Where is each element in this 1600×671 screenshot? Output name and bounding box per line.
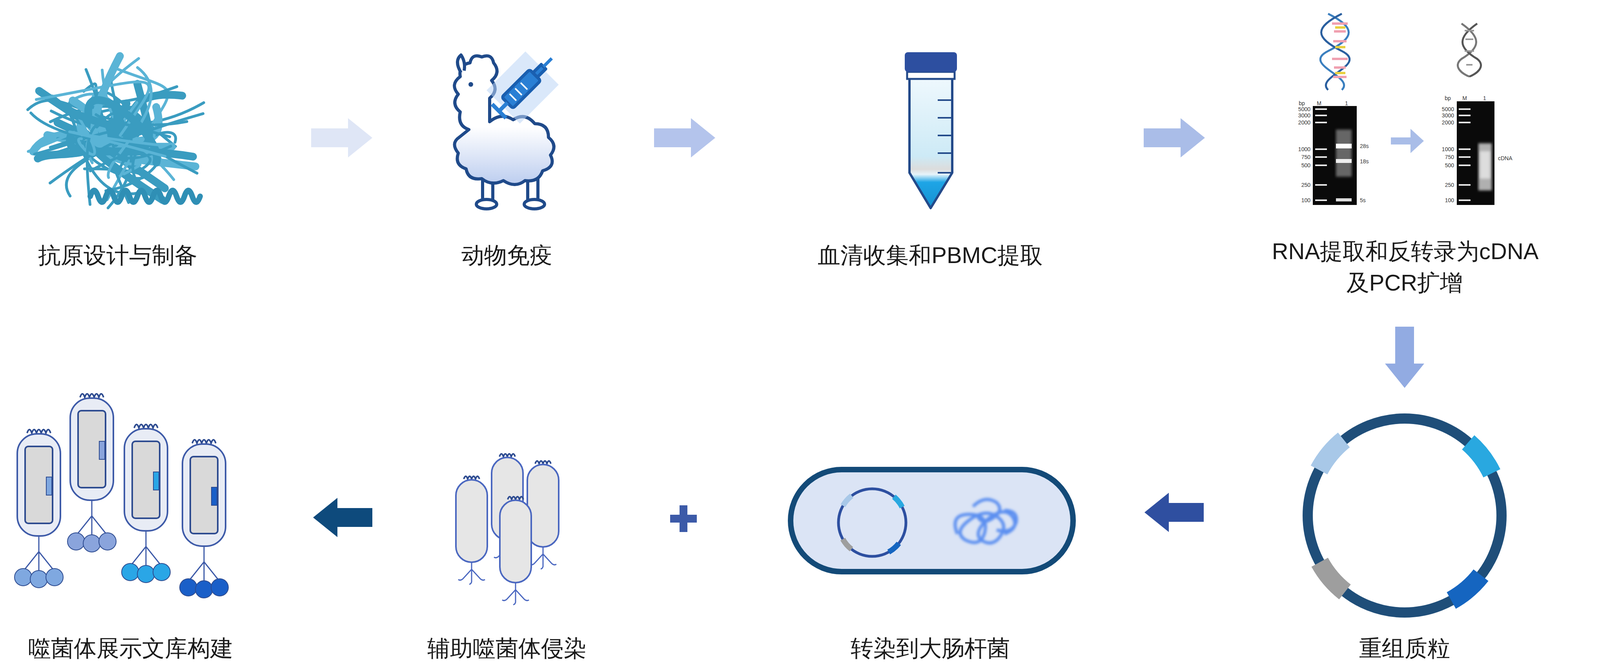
gel-label: 250	[1301, 181, 1311, 188]
stage-caption: 辅助噬菌体侵染	[427, 632, 587, 664]
stage-caption: 动物免疫	[461, 239, 553, 271]
flow-arrow	[654, 118, 716, 158]
protein-ribbon	[88, 100, 157, 163]
stage-node: 重组质粒	[1203, 387, 1593, 667]
plus-sign	[670, 504, 697, 532]
stage-node: 辅助噬菌体侵染	[372, 387, 667, 667]
stage-node: 抗原设计与制备	[7, 15, 312, 283]
flow-arrow	[313, 497, 373, 537]
gel-label: 100	[1445, 196, 1455, 204]
flow-arrow	[1384, 326, 1425, 388]
stage-node: 转染到大肠杆菌	[706, 387, 1145, 667]
gel-label: M	[1316, 100, 1322, 107]
gel-label: 100	[1301, 196, 1311, 204]
dna-helix	[1320, 13, 1481, 90]
gel-label: 5s	[1359, 196, 1366, 204]
gel-label: 3000	[1441, 112, 1455, 119]
gel-label: 28s	[1359, 142, 1369, 150]
protein-structure	[27, 56, 205, 208]
stage-node: 血清收集和PBMC提取	[715, 15, 1144, 283]
gel-label: 250	[1445, 181, 1455, 188]
gel-label: 1000	[1441, 145, 1455, 153]
stage-node: 噬菌体展示文库构建	[7, 387, 314, 667]
flow-arrow	[1144, 492, 1204, 532]
ecoli-cell	[790, 469, 1074, 572]
gel-label: 3000	[1298, 112, 1311, 119]
gel-label: 500	[1445, 162, 1455, 169]
gel-label: 5000	[1441, 105, 1455, 113]
plasmid-icon	[1268, 378, 1542, 653]
gel-label: 750	[1445, 153, 1455, 161]
gel-label: 2000	[1441, 119, 1455, 126]
stage-node: RNA提取和反转录为cDNA 及PCR扩增	[1204, 15, 1593, 327]
gel-label: 2000	[1298, 119, 1311, 126]
gel-image	[1312, 101, 1495, 205]
tube-icon	[904, 52, 957, 208]
stage-node: 动物免疫	[372, 15, 655, 283]
helper-phages	[455, 453, 559, 605]
stage-caption: 血清收集和PBMC提取	[817, 239, 1043, 271]
gel-label: 18s	[1359, 158, 1369, 165]
alpaca-icon	[454, 41, 569, 209]
gel-label: 5000	[1298, 105, 1311, 113]
gel-label: cDNA	[1497, 154, 1513, 162]
gel-label: 1	[1344, 100, 1349, 107]
display-phages	[14, 393, 229, 598]
flow-arrow	[311, 118, 373, 158]
stage-caption: 噬菌体展示文库构建	[28, 632, 234, 664]
gel-label: 1000	[1298, 145, 1311, 153]
gel-label: 500	[1301, 162, 1311, 169]
stage-caption: 转染到大肠杆菌	[850, 632, 1010, 664]
stage-caption: 重组质粒	[1359, 632, 1451, 664]
gel-label: 1	[1483, 94, 1487, 102]
stage-caption: 抗原设计与制备	[38, 239, 198, 271]
protein-ribbon	[69, 131, 165, 157]
gel-label: bp	[1444, 94, 1451, 102]
gel-label: 750	[1301, 153, 1311, 161]
stage-caption: RNA提取和反转录为cDNA 及PCR扩增	[1271, 235, 1538, 299]
gel-label: bp	[1298, 100, 1305, 107]
protein-helix	[90, 190, 201, 203]
flow-arrow	[1143, 118, 1205, 158]
gel-label: M	[1462, 94, 1467, 102]
